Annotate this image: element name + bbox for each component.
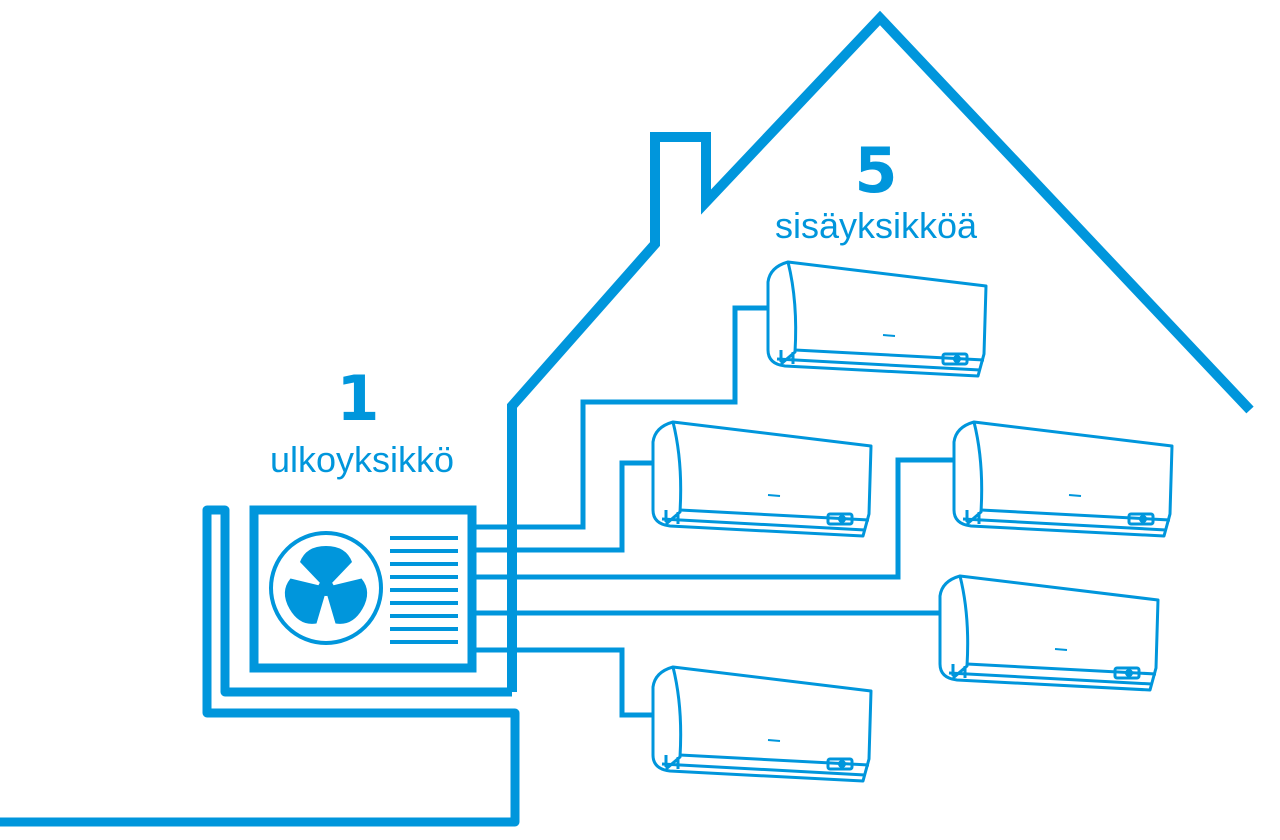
outdoor-unit	[249, 505, 477, 673]
outdoor-label: ulkoyksikkö	[269, 439, 455, 480]
indoor-label: sisäyksikköä	[774, 205, 978, 246]
refrigerant-lines	[475, 305, 954, 718]
line-unit-2	[475, 460, 653, 553]
fan-icon	[269, 531, 383, 645]
indoor-unit-3	[952, 420, 1174, 538]
indoor-unit-1	[766, 260, 988, 378]
indoor-unit-2	[651, 420, 873, 538]
fan-blades	[284, 546, 368, 624]
indoor-unit-4	[938, 574, 1160, 692]
outdoor-piping	[0, 505, 520, 827]
house-outline	[507, 10, 1254, 692]
indoor-unit-5	[651, 665, 873, 783]
line-unit-3	[475, 457, 954, 580]
vent-grille	[390, 536, 458, 644]
outdoor-count: 1	[336, 362, 380, 435]
line-unit-1	[475, 305, 768, 530]
line-unit-5	[475, 647, 653, 718]
indoor-count: 5	[854, 134, 898, 207]
